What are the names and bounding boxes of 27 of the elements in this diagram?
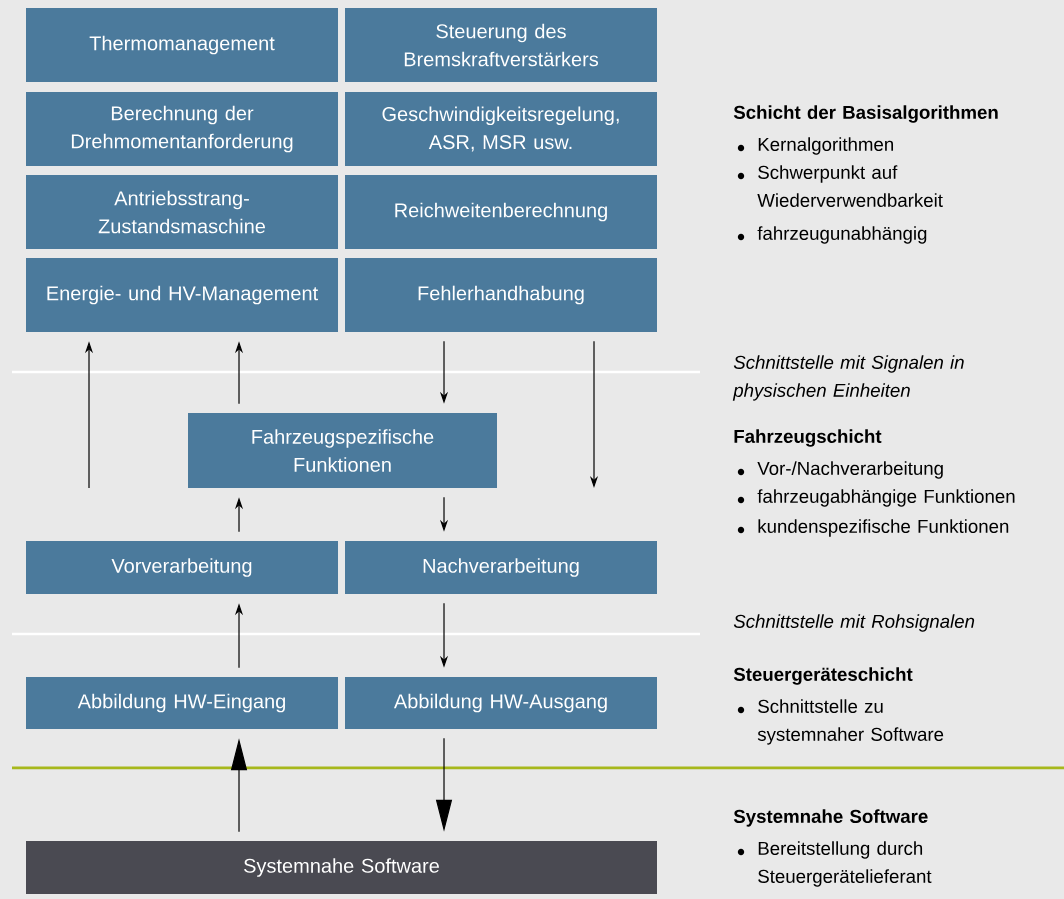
module-box: Abbildung HW-Ausgang [345,677,657,729]
bullet-item: fahrzeugabhängige Funktionen [757,489,1015,507]
bullet-item: kundenspezifische Funktionen [758,519,1009,537]
module-box: Fehlerhandhabung [345,258,657,332]
module-box: Antriebsstrang- Zustandsmaschine [26,175,338,249]
module-box: Nachverarbeitung [345,541,657,594]
module-box: Abbildung HW-Eingang [26,677,338,729]
module-box: Steuerung des Bremskraftverstärkers [345,8,657,82]
interface-note: Schnittstelle mit Rohsignalen [733,614,975,632]
module-box: Geschwindigkeitsregelung, ASR, MSR usw. [345,92,657,166]
bullet-item: Schnittstelle zu systemnaher Software [757,699,944,745]
layer-heading: Steuergeräteschicht [733,667,913,685]
layer-heading: Systemnahe Software [733,809,928,827]
module-box: Energie- und HV-Management [26,258,338,332]
software-bar: Systemnahe Software [26,841,657,894]
module-box: Vorverarbeitung [26,541,338,594]
module-box: Reichweitenberechnung [345,175,657,249]
module-box: Berechnung der Drehmomentanforderung [26,92,338,166]
interface-note: Schnittstelle mit Signalen in physischen Einheiten [732,355,964,401]
layer-heading: Schicht der Basisalgorithmen [733,105,998,123]
bullet-item: Bereitstellung durch Steuergerätelieferant [758,841,932,887]
bullet-item: Kernalgorithmen [758,137,893,155]
layer-heading: Fahrzeugschicht [734,429,882,447]
bullet-item: Vor-/Nachverarbeitung [757,461,943,479]
module-box: Fahrzeugspezifische Funktionen [188,413,497,488]
bullet-item: fahrzeugunabhängig [757,226,927,244]
module-box: Thermomanagement [26,8,338,82]
